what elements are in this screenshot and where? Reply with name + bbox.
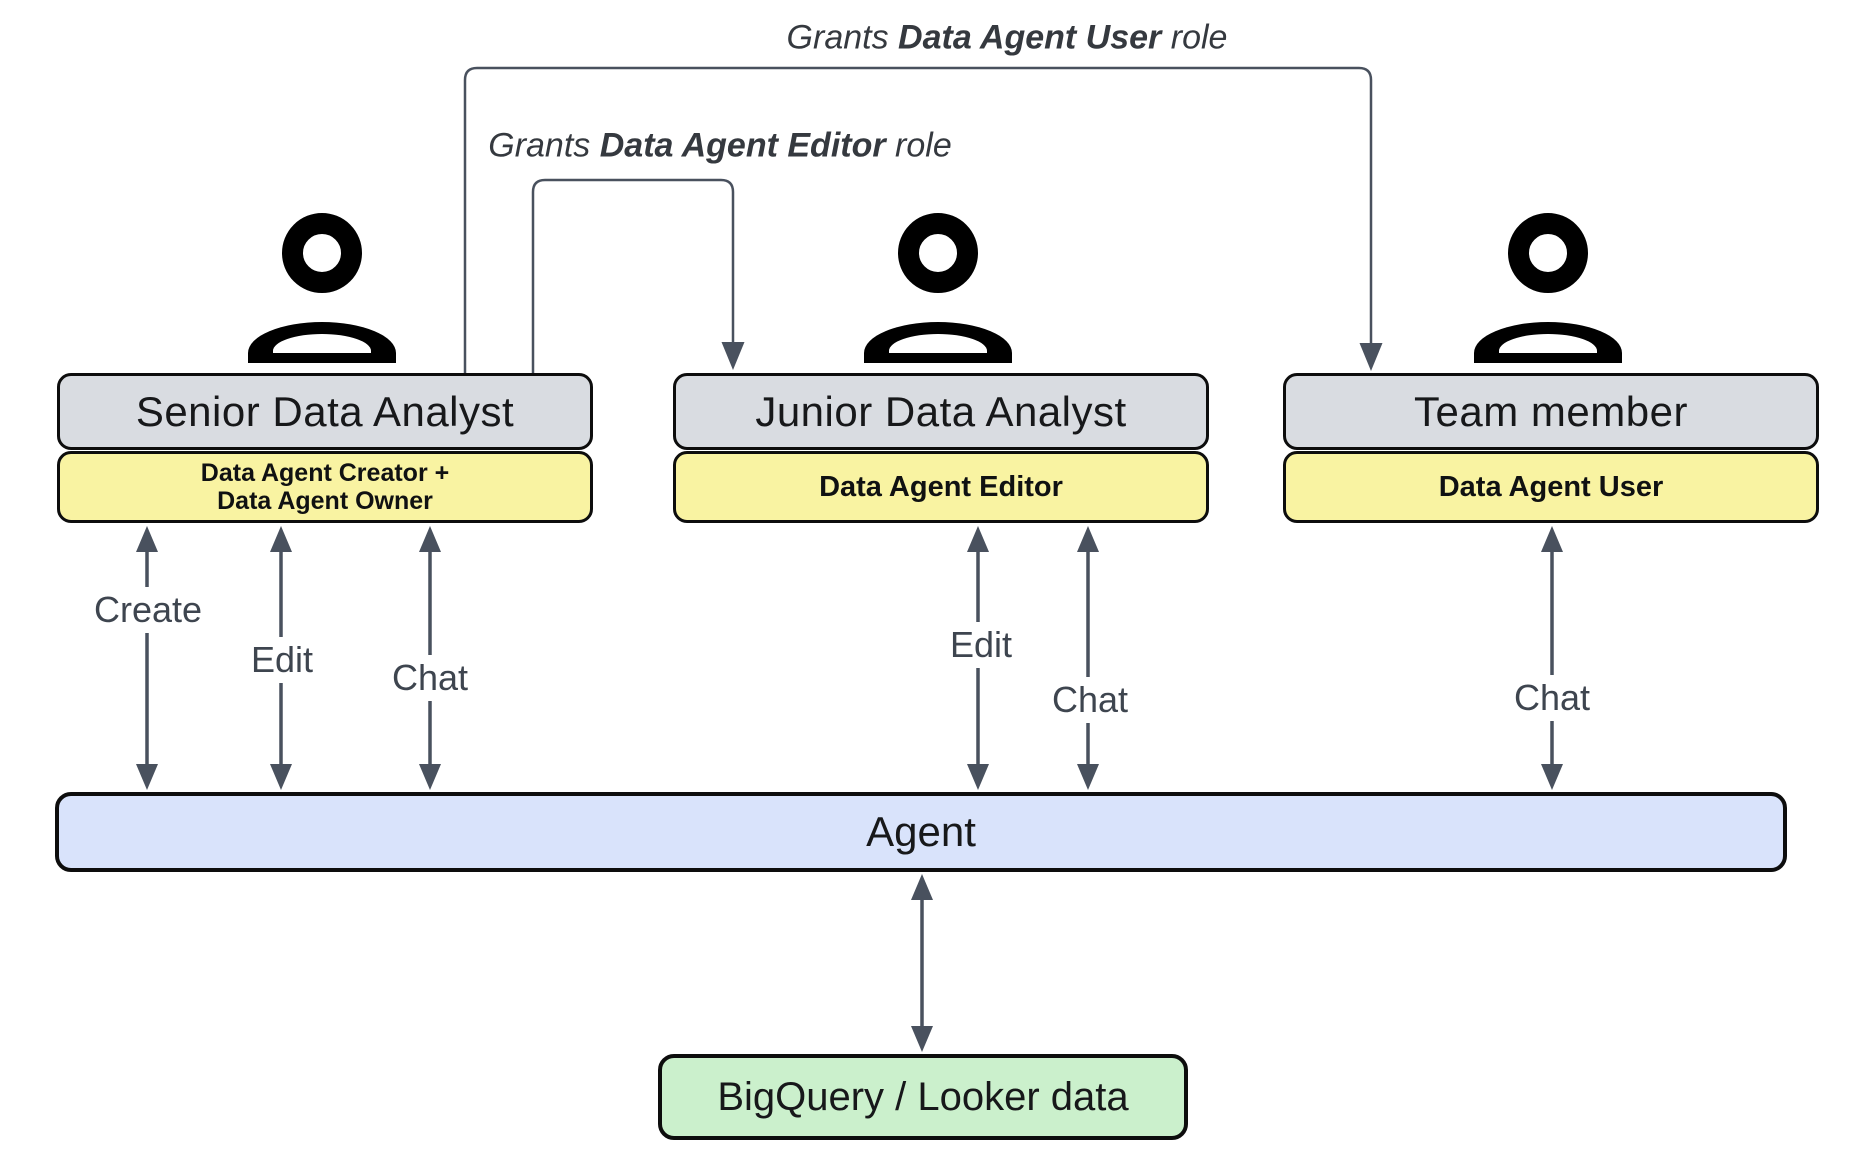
actor-agent-arrows: [136, 526, 1563, 1052]
actor-role-junior-data-analyst: Data Agent Editor: [673, 451, 1209, 523]
datastore-box: BigQuery / Looker data: [658, 1054, 1188, 1140]
role-line: Data Agent Editor: [819, 470, 1063, 503]
actor-title-senior-data-analyst: Senior Data Analyst: [57, 373, 593, 450]
person-icon: [248, 224, 396, 364]
actor-role-senior-data-analyst: Data Agent Creator + Data Agent Owner: [57, 451, 593, 523]
grants-editor-label: Grants Data Agent Editor role: [482, 126, 958, 166]
role-line: Data Agent Creator +: [200, 459, 450, 487]
role-line: Data Agent Owner: [217, 487, 433, 515]
grants-user-prefix: Grants: [786, 18, 899, 57]
grants-user-label: Grants Data Agent User role: [780, 18, 1234, 58]
grants-user-role-name: Data Agent User: [898, 18, 1162, 57]
grants-user-arrowhead: [1359, 343, 1383, 371]
actor-title-team-member: Team member: [1283, 373, 1819, 450]
grants-user-connector: [463, 66, 1373, 373]
edit-arrow-label-junior: Edit: [942, 622, 1020, 668]
create-arrow-label: Create: [86, 587, 210, 633]
chat-arrow-label-junior: Chat: [1044, 677, 1136, 723]
actor-role-team-member: Data Agent User: [1283, 451, 1819, 523]
actor-title-label: Senior Data Analyst: [135, 387, 515, 435]
role-line: Data Agent User: [1438, 470, 1664, 503]
edit-arrow-label-senior: Edit: [243, 637, 321, 683]
agent-box: Agent: [55, 792, 1787, 872]
actor-title-label: Team member: [1414, 387, 1688, 435]
grants-editor-arrowhead: [721, 342, 745, 370]
datastore-label: BigQuery / Looker data: [717, 1074, 1129, 1119]
person-icon: [864, 224, 1012, 364]
chat-arrow-label-senior: Chat: [384, 655, 476, 701]
grants-editor-prefix: Grants: [488, 126, 600, 165]
grants-editor-connector: [531, 178, 735, 373]
actor-title-junior-data-analyst: Junior Data Analyst: [673, 373, 1209, 450]
agent-label: Agent: [866, 808, 976, 855]
person-icon: [1474, 224, 1622, 364]
actor-title-label: Junior Data Analyst: [755, 387, 1127, 435]
grants-editor-suffix: role: [885, 126, 952, 165]
grants-user-suffix: role: [1161, 18, 1228, 57]
grants-editor-role-name: Data Agent Editor: [599, 126, 886, 165]
chat-arrow-label-team: Chat: [1506, 675, 1598, 721]
